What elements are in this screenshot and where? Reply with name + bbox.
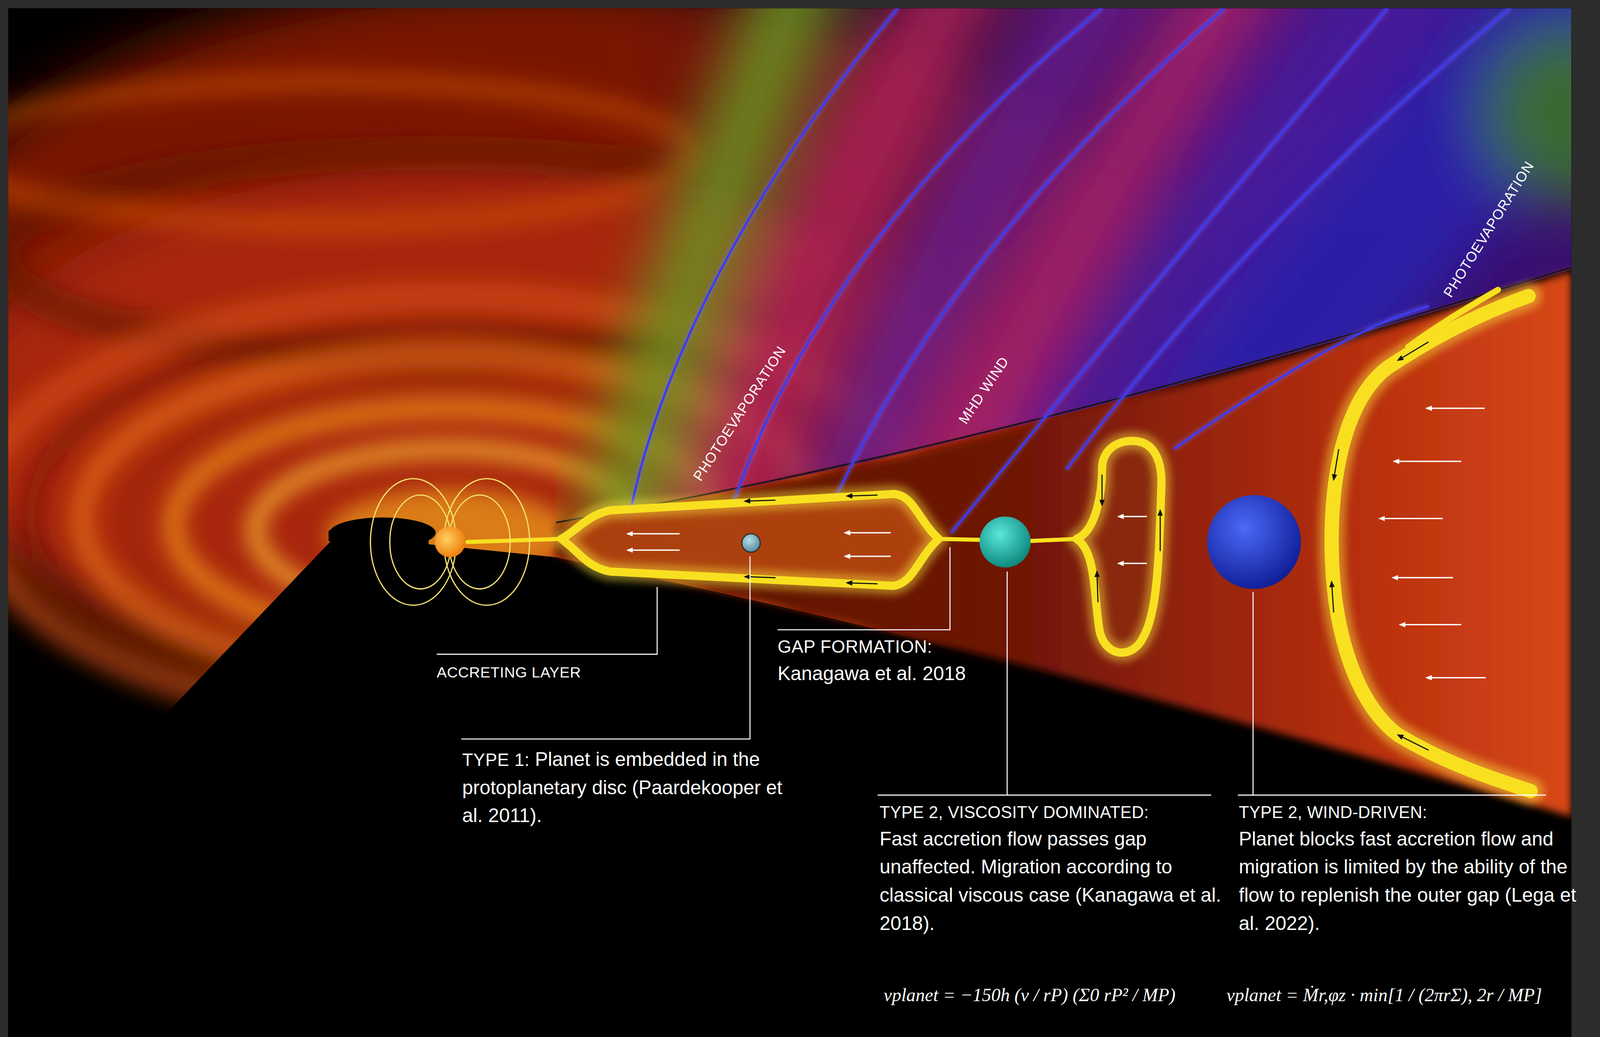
text-group: ACCRETING LAYER (436, 661, 581, 684)
leader-line (777, 546, 951, 630)
flow-thread (467, 538, 562, 543)
flow-thread (938, 538, 982, 540)
text-group: GAP FORMATION:Kanagawa et al. 2018 (777, 633, 1001, 688)
flow-arrow (744, 500, 776, 501)
inflow-arrow (1400, 623, 1462, 626)
migration-text: Fast accretion flow passes gap unaffecte… (879, 824, 1230, 938)
flow-fill (1076, 440, 1162, 653)
flow-arrow (1101, 474, 1103, 505)
small-planet (741, 533, 761, 553)
wind-line (836, 7, 1225, 495)
flow (467, 289, 1531, 791)
inflow-arrows (627, 408, 1486, 678)
outer-disc (556, 271, 1572, 817)
text-group: TYPE 2, VISCOSITY DOMINATED:Fast accreti… (879, 800, 1230, 938)
flow-band (1076, 440, 1162, 653)
inflow-arrow (627, 549, 680, 551)
flow-arrow (1159, 510, 1161, 551)
inflow-arrow (1392, 576, 1453, 579)
wind-line (1066, 7, 1511, 470)
leader-line (436, 586, 658, 654)
flow-arrow (1331, 581, 1334, 613)
magnetic-field (370, 478, 530, 605)
inflow-arrow (1426, 676, 1486, 679)
inflow-arrow (627, 533, 680, 535)
migration-text: Planet blocks fast accretion flow and mi… (1238, 824, 1594, 938)
teal-planet (979, 516, 1031, 568)
flow-arrow (1096, 571, 1098, 603)
scene (7, 7, 1572, 1037)
formula: vplanet = Ṁr,φz · min[1 / (2πrΣ), 2r / M… (1226, 984, 1543, 1005)
flow-band (1331, 295, 1531, 791)
inflow-arrow (1118, 515, 1148, 517)
wind-line-glow (627, 7, 1510, 533)
inflow-arrow (1118, 562, 1148, 565)
flow-arrow (1397, 734, 1429, 751)
flow-thread (1029, 538, 1077, 542)
blue-planet (1206, 494, 1301, 589)
flow-arrow (847, 494, 878, 496)
wind-line (950, 7, 1388, 533)
flow-glow (561, 295, 1531, 791)
star (434, 526, 466, 558)
flow-band (1076, 440, 1162, 653)
leader-line (1237, 591, 1547, 795)
wind-line (950, 7, 1388, 533)
wind-line (836, 7, 1225, 495)
flow-band (1331, 295, 1531, 791)
citation: Kanagawa et al. 2018 (777, 659, 1001, 688)
text-group: TYPE 1:Planet is embedded in the protopl… (462, 744, 787, 830)
wind-line-core (627, 7, 1510, 533)
inflow-arrow (1393, 460, 1462, 463)
flow-arrow (1397, 341, 1429, 361)
wind-line (1066, 7, 1511, 470)
inflow-arrow (844, 531, 891, 534)
inflow-arrow (844, 555, 891, 557)
migration-heading: TYPE 2, WIND-DRIVEN: (1238, 800, 1594, 825)
formula: vplanet = −150h (ν / rP) (Σ0 rP² / MP) (883, 984, 1176, 1005)
text-group: vplanet = −150h (ν / rP) (Σ0 rP² / MP) (883, 981, 1176, 1009)
text-group: TYPE 2, WIND-DRIVEN:Planet blocks fast a… (1238, 800, 1594, 938)
flow-arrow (847, 582, 878, 584)
flow-arrow (1333, 449, 1340, 480)
text-group: vplanet = Ṁr,φz · min[1 / (2πrΣ), 2r / M… (1226, 981, 1543, 1009)
callout-label: ACCRETING LAYER (436, 663, 581, 681)
leader-line (461, 556, 750, 739)
inflow-arrow (1379, 517, 1443, 520)
migration-heading: TYPE 1: (462, 749, 530, 770)
inflow-arrow (1426, 407, 1486, 409)
wind-line (732, 7, 1103, 505)
wind-lines (627, 7, 1510, 533)
inner-shadow (328, 521, 429, 552)
callout-heading: GAP FORMATION: (777, 633, 1001, 660)
wind-line (732, 7, 1103, 505)
flow-direction (744, 341, 1429, 750)
migration-heading: TYPE 2, VISCOSITY DOMINATED: (879, 800, 1230, 825)
